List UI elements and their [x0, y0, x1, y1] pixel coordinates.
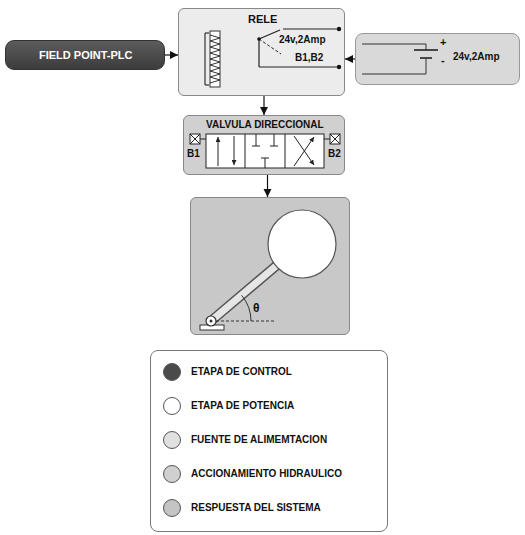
system-response-box: θ: [190, 197, 350, 335]
legend-text: ETAPA DE CONTROL: [191, 366, 292, 377]
node-label: θ: [253, 302, 260, 316]
legend-swatch: [163, 431, 181, 449]
legend-swatch: [163, 363, 181, 381]
valve-box: VALVULA DIRECCIONAL B1 B2: [183, 115, 345, 175]
arrow-connector: [345, 58, 355, 59]
node-label: VALVULA DIRECCIONAL: [206, 119, 324, 131]
legend-text: ACCIONAMIENTO HIDRAULICO: [191, 468, 342, 479]
node-label: B1,B2: [295, 52, 323, 64]
node-label: +: [440, 36, 446, 49]
arm-illustration: [191, 198, 351, 336]
node-label: -: [441, 54, 445, 67]
arrow-connector: [165, 54, 178, 55]
legend-text: RESPUESTA DEL SISTEMA: [191, 502, 321, 513]
legend-text: ETAPA DE POTENCIA: [191, 400, 294, 411]
arrow-connector: [267, 175, 268, 197]
node-label: 24v,2Amp: [453, 51, 500, 63]
node-label: 24v,2Amp: [279, 34, 326, 46]
arrow-connector: [263, 96, 264, 115]
node-label: B2: [328, 148, 341, 160]
power-supply-box: + -24v,2Amp: [355, 33, 520, 85]
legend-swatch: [163, 397, 181, 415]
node-label: FIELD POINT-PLC: [39, 49, 133, 62]
node-label: B1: [187, 148, 200, 160]
legend-text: FUENTE DE ALIMEMTACION: [191, 434, 327, 445]
legend-box: ETAPA DE CONTROL ETAPA DE POTENCIA FUENTE …: [150, 350, 388, 532]
legend-swatch: [163, 499, 181, 517]
relay-box: RELE24v,2AmpB1,B2: [178, 8, 345, 96]
node-label: RELE: [248, 13, 277, 26]
control-box: FIELD POINT-PLC: [5, 40, 165, 70]
legend-swatch: [163, 465, 181, 483]
